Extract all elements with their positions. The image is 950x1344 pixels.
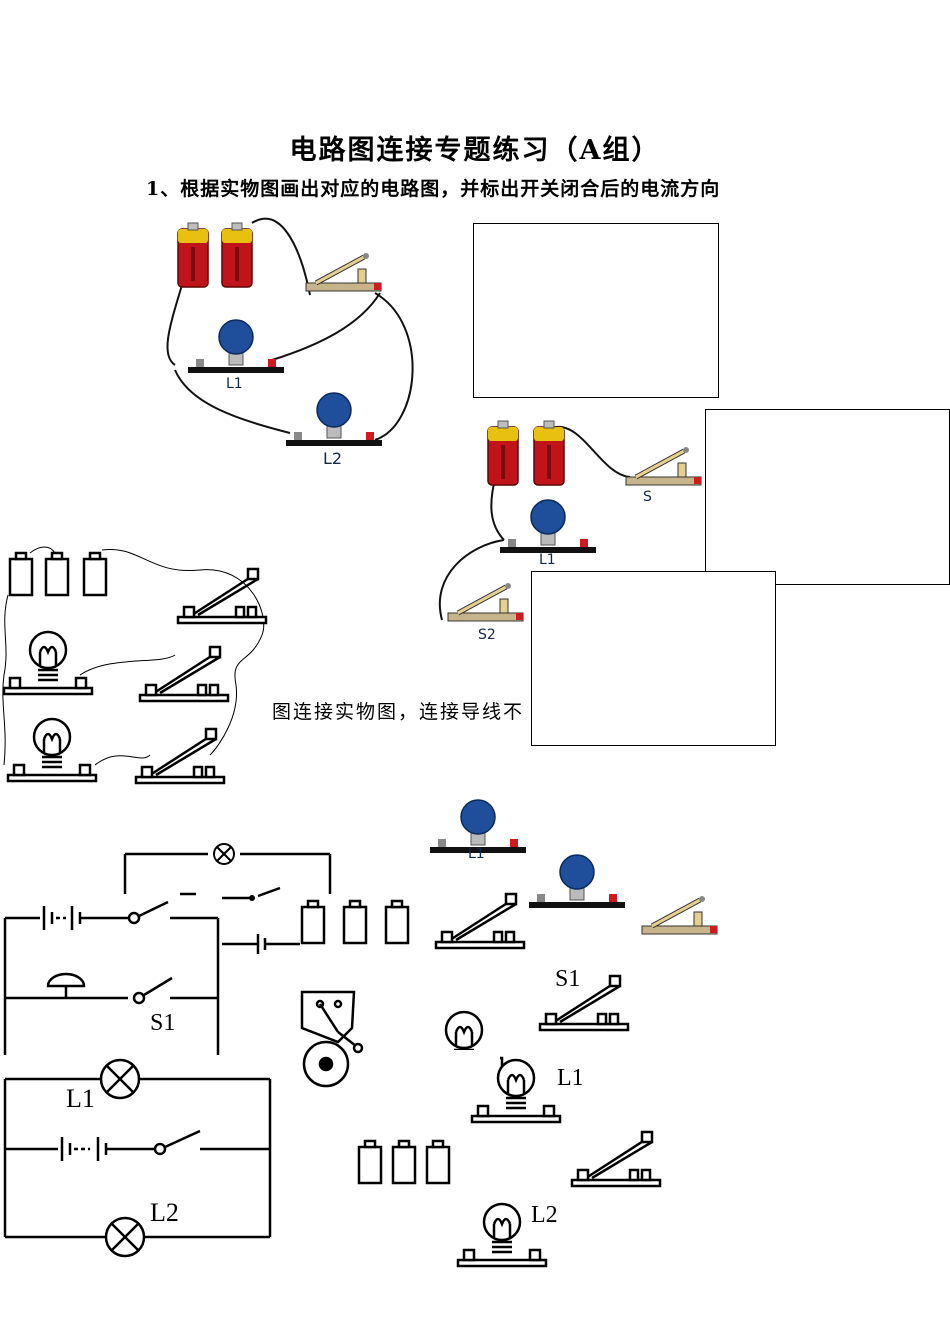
knife-switch-icon xyxy=(434,892,526,950)
answer-box-3[interactable] xyxy=(531,571,776,746)
battery-icon xyxy=(300,899,326,945)
components-right xyxy=(430,892,662,1268)
schematic-b-label-l2: L2 xyxy=(150,1198,179,1227)
schematic-a xyxy=(3,843,332,1055)
figure-1-label-l2: L2 xyxy=(323,449,343,468)
figure-3-circuit xyxy=(2,546,268,785)
figure-2-label-s2: S2 xyxy=(478,627,496,643)
figure-2-circuit xyxy=(439,419,710,635)
figure-1-label-l1: L1 xyxy=(226,376,243,392)
figure-4-label-l1: L1 xyxy=(468,846,485,862)
battery-icon xyxy=(486,419,520,487)
knife-switch-icon xyxy=(138,645,230,703)
knife-switch-icon xyxy=(570,1130,662,1188)
schematic-b-label-l1: L1 xyxy=(66,1084,95,1113)
figure-2-label-l1: L1 xyxy=(539,552,556,568)
lamp-symbol-icon xyxy=(213,843,235,865)
lamp-symbol-icon xyxy=(104,1216,146,1258)
figure-2-label-s: S xyxy=(643,489,652,505)
battery-icon xyxy=(384,899,410,945)
knife-switch-icon xyxy=(448,583,523,621)
knife-switch-icon xyxy=(176,567,268,625)
bulb-icon xyxy=(499,499,597,554)
battery-icon xyxy=(425,1139,451,1185)
components-label-l1: L1 xyxy=(557,1065,584,1091)
schematic-b xyxy=(3,1058,272,1258)
knife-switch-icon xyxy=(626,447,701,485)
answer-box-1[interactable] xyxy=(473,223,719,398)
battery-icon xyxy=(8,551,34,597)
question-1: 1、根据实物图画出对应的电路图，并标出开关闭合后的电流方向 xyxy=(146,178,721,200)
battery-icon xyxy=(342,899,368,945)
page-title: 电路图连接专题练习（A组） xyxy=(289,135,661,166)
battery-icon xyxy=(176,221,210,289)
bulb-icon xyxy=(187,319,285,374)
lamp-symbol-icon xyxy=(99,1058,141,1100)
battery-set-middle xyxy=(300,899,410,945)
schematic-a-label-s1: S1 xyxy=(150,1010,176,1036)
question-2-fragment: 图连接实物图，连接导线不 xyxy=(272,701,525,723)
bulb-icon xyxy=(285,392,383,447)
battery-set-lower xyxy=(357,1139,451,1185)
components-label-l2: L2 xyxy=(531,1202,558,1228)
answer-box-2[interactable] xyxy=(705,409,950,585)
battery-icon xyxy=(82,551,108,597)
knife-switch-icon xyxy=(538,974,630,1032)
battery-icon xyxy=(357,1139,383,1185)
bell-icon xyxy=(300,990,364,1088)
knife-switch-icon xyxy=(306,253,381,291)
battery-icon xyxy=(532,419,566,487)
components-label-s1: S1 xyxy=(555,966,581,992)
battery-icon xyxy=(220,221,254,289)
battery-icon xyxy=(391,1139,417,1185)
figure-1-circuit xyxy=(166,217,414,447)
battery-icon xyxy=(44,551,70,597)
bulb-icon xyxy=(2,630,94,696)
bulb-icon xyxy=(6,717,98,783)
